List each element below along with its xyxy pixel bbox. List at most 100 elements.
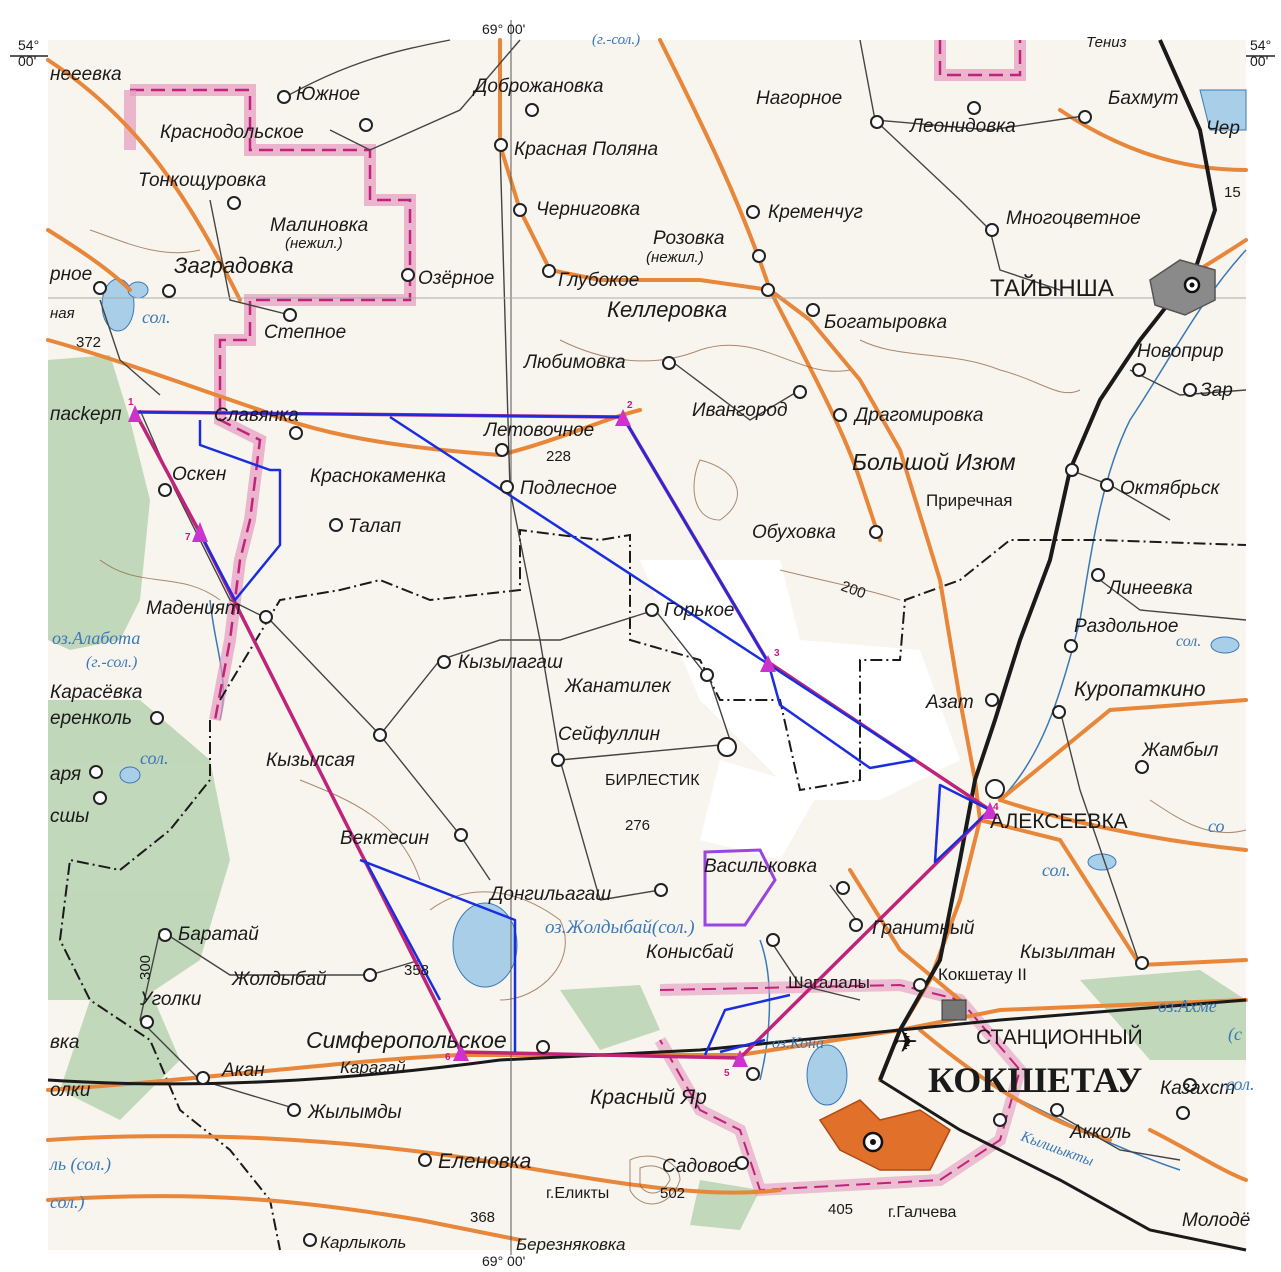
water-label: оз.Алабота	[52, 628, 140, 648]
place-label: Карлыколь	[320, 1233, 406, 1252]
place-label: Подлесное	[520, 478, 617, 499]
place-label: Доброжановка	[472, 76, 603, 97]
place-label: Сейфуллин	[558, 724, 661, 745]
vertex-label: 1	[128, 397, 134, 408]
water-label: сол.	[1042, 860, 1070, 880]
place-label: Жамбыл	[1141, 740, 1219, 761]
place-label: Славянка	[214, 405, 299, 426]
water-label: сол.)	[50, 1192, 84, 1213]
place-label: Садовое	[662, 1156, 738, 1177]
place-label: еренколь	[50, 708, 132, 729]
city-label: СТАНЦИОННЫЙ	[976, 1025, 1143, 1049]
place-label: Черниговка	[536, 199, 640, 220]
place-label: Приречная	[926, 491, 1012, 510]
place-label: Карасёвка	[50, 682, 142, 703]
water-label: (г.-сол.)	[86, 654, 137, 671]
place-label: Краснокаменка	[310, 466, 446, 487]
place-label: вка	[50, 1032, 79, 1053]
place-label: Кызылсая	[266, 750, 355, 771]
vertex-marker-2	[615, 409, 631, 426]
elevation-label: 372	[76, 334, 101, 351]
water-label: сол.	[1226, 1074, 1254, 1094]
vertex-marker-7	[192, 522, 208, 542]
vertex-marker-5	[732, 1050, 748, 1067]
place-label: Кызылагаш	[458, 652, 563, 673]
city-areas: ✈	[818, 259, 1216, 1171]
place-label: Нагорное	[756, 88, 842, 109]
place-label: Маденият	[146, 598, 241, 619]
place-label: Васильковка	[704, 856, 817, 877]
contour-lines	[89, 229, 1247, 1205]
place-label: Красная Поляна	[514, 139, 658, 160]
place-label: Акан	[221, 1060, 265, 1081]
vertex-labels: 1 2 3 4 5 6 7	[128, 397, 999, 1079]
place-label: (нежил.)	[285, 235, 343, 252]
place-label: Малиновка	[270, 215, 368, 236]
place-label: Драгомировка	[853, 405, 983, 426]
place-label: сшы	[50, 806, 89, 827]
elevation-label: 276	[625, 817, 650, 834]
place-label: Талап	[348, 516, 402, 537]
place-label: Жанатилек	[564, 676, 672, 697]
place-label: Казахст	[1160, 1078, 1235, 1099]
elevation-label: 358	[404, 962, 429, 979]
vertex-marker-3	[760, 655, 776, 672]
place-label: аря	[50, 764, 81, 785]
vertex-label: 5	[724, 1068, 730, 1079]
place-label: Симферопольское	[306, 1027, 507, 1053]
elevation-label: 502	[660, 1185, 685, 1202]
place-label: Южное	[296, 84, 360, 105]
water-label: со	[1208, 816, 1225, 836]
left-latitude-degree: 54°	[18, 37, 39, 53]
place-label: Раздольное	[1074, 616, 1178, 637]
place-label: Кременчуг	[768, 202, 863, 223]
place-label: Келлеровка	[607, 297, 727, 322]
place-label: Оскен	[172, 464, 227, 485]
water-label: ль (сол.)	[49, 1154, 111, 1175]
place-label: Тениз	[1086, 34, 1127, 51]
place-label: Жолдыбай	[231, 969, 327, 990]
place-label: Зар	[1200, 380, 1233, 401]
elevation-label: 15	[1224, 184, 1241, 201]
water-label: сол.	[142, 307, 170, 327]
place-label: Ивангород	[692, 400, 787, 421]
place-label: Бахмут	[1108, 88, 1179, 109]
place-label: Краснодольское	[160, 122, 304, 143]
place-label: (нежил.)	[646, 249, 704, 266]
water-label: оз.Жолдыбай(сол.)	[545, 917, 695, 938]
place-label: Конысбай	[646, 942, 734, 963]
vertex-label: 4	[993, 802, 999, 813]
top-longitude-label: 69° 00'	[482, 21, 525, 37]
place-label: Азат	[925, 692, 974, 713]
coordinate-grid	[48, 20, 1246, 1255]
city-labels: ТАЙЫНША БИРЛЕСТИК АЛЕКСЕЕВКА СТАНЦИОННЫЙ…	[605, 274, 1143, 1100]
place-label: Кызылтан	[1020, 942, 1116, 963]
place-label: Октябрьск	[1120, 478, 1220, 499]
vertex-label: 2	[627, 400, 633, 411]
place-label: Заградовка	[174, 253, 294, 278]
settlement-markers	[89, 90, 1197, 1247]
vertex-marker-6	[453, 1044, 469, 1061]
tayynsha-city-area	[1149, 259, 1216, 316]
place-label: Новоприр	[1137, 341, 1224, 362]
water-label: сол.	[1176, 633, 1201, 650]
water-label: (г.-сол.)	[592, 32, 640, 48]
railway	[47, 39, 1247, 1252]
place-label: Любимовка	[522, 352, 626, 373]
place-label: Многоцветное	[1006, 208, 1141, 229]
city-label: АЛЕКСЕЕВКА	[990, 810, 1128, 833]
place-label: Вектесин	[340, 828, 430, 849]
place-label: Обуховка	[752, 522, 836, 543]
elevation-label: 300	[137, 955, 154, 980]
place-label: Березняковка	[516, 1235, 625, 1254]
place-label: Степное	[264, 322, 346, 343]
place-label: Донгильагаш	[488, 884, 611, 905]
place-label: Богатыровка	[824, 312, 947, 333]
place-label: нееевка	[50, 64, 122, 85]
left-latitude-minute: 00'	[18, 53, 36, 69]
district-borders	[124, 40, 1027, 1197]
place-label: Большой Изюм	[852, 449, 1016, 475]
place-label: Шагалалы	[788, 973, 870, 992]
vertex-marker-4	[982, 802, 998, 819]
